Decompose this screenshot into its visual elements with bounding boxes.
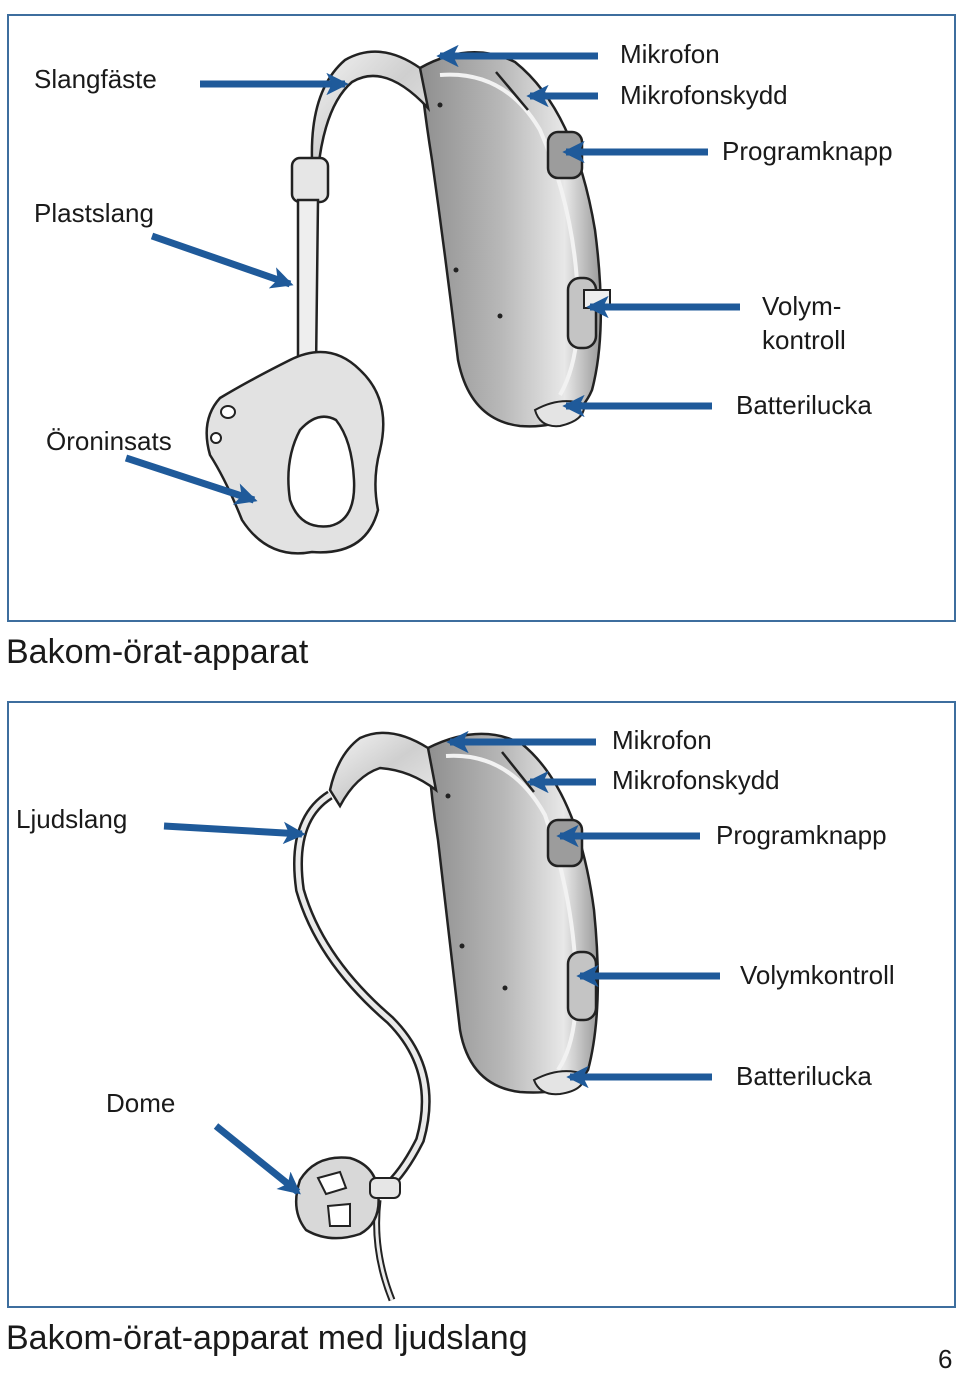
figure-1-caption: Bakom-örat-apparat: [6, 633, 309, 671]
ear-hook-1: [310, 50, 431, 174]
bte-device-figure-2: [293, 731, 600, 1302]
label-plastslang: Plastslang: [34, 198, 154, 228]
label-slangfaste: Slangfäste: [34, 64, 157, 94]
arrow-ljudslang: [163, 821, 306, 845]
label-oroninsats: Öroninsats: [46, 426, 172, 456]
arrow-dome: [213, 1123, 301, 1195]
label-dome: Dome: [106, 1088, 176, 1118]
figure-1-arrows: [124, 44, 740, 505]
earmold-1: [205, 350, 385, 555]
label-programknapp-1: Programknapp: [722, 136, 893, 166]
page-number: 6: [938, 1344, 953, 1374]
label-volymkontroll-line2: kontroll: [762, 325, 846, 355]
label-programknapp-2: Programknapp: [716, 820, 887, 850]
label-mikrofon-1: Mikrofon: [620, 39, 720, 69]
label-volymkontroll-2: Volymkontroll: [740, 960, 895, 990]
arrow-oroninsats: [124, 454, 258, 505]
arrow-plastslang: [150, 232, 294, 289]
label-mikrofonskydd-1: Mikrofonskydd: [620, 80, 788, 110]
tube-housing-2: [328, 731, 438, 809]
label-mikrofonskydd-2: Mikrofonskydd: [612, 765, 780, 795]
figure-2-caption: Bakom-örat-apparat med ljudslang: [6, 1319, 528, 1357]
label-ljudslang: Ljudslang: [16, 804, 128, 834]
figure-2-arrows: [163, 730, 720, 1195]
label-batterilucka-1: Batterilucka: [736, 390, 872, 420]
bte-device-figure-1: [205, 50, 611, 555]
label-volymkontroll-line1: Volym-: [762, 291, 842, 321]
label-batterilucka-2: Batterilucka: [736, 1061, 872, 1091]
label-mikrofon-2: Mikrofon: [612, 725, 712, 755]
